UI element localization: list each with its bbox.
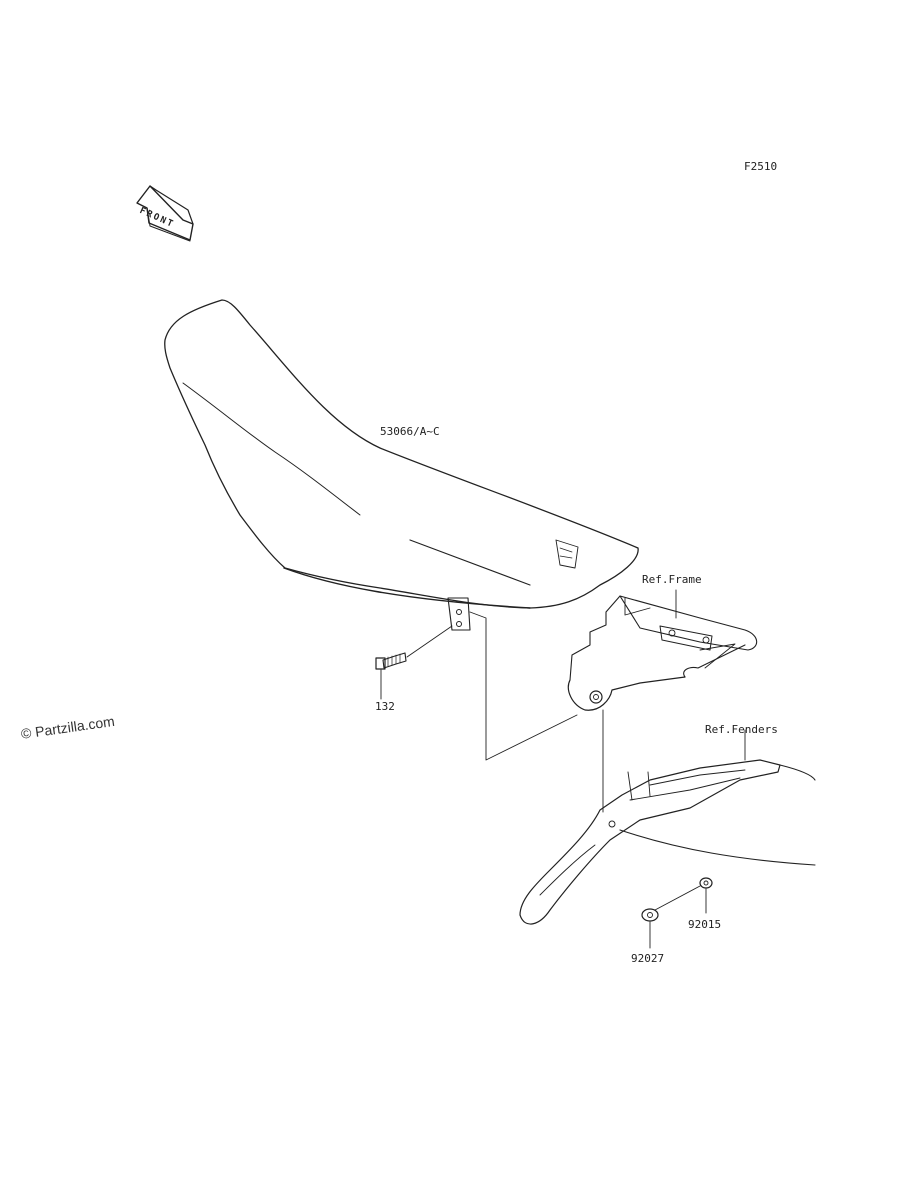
part-label-washer: 92027: [631, 952, 665, 965]
collar-92015-icon: [654, 877, 713, 914]
seat-to-frame-leader: [469, 611, 578, 761]
part-label-seat: 53066/A~C: [380, 425, 440, 438]
bolt-132-icon: [375, 625, 453, 700]
front-arrow-icon: [136, 185, 194, 242]
seat-drawing: [164, 299, 639, 609]
ref-label-frame: Ref.Frame: [642, 573, 702, 586]
washer-92027-icon: [641, 908, 659, 949]
frame-drawing: [567, 589, 758, 813]
part-label-collar: 92015: [688, 918, 722, 931]
fenders-drawing: [519, 729, 816, 925]
part-label-bolt: 132: [375, 700, 395, 713]
diagram-ref-code: F2510: [744, 160, 778, 173]
ref-label-fenders: Ref.Fenders: [705, 723, 778, 736]
seat-bracket: [447, 597, 471, 631]
